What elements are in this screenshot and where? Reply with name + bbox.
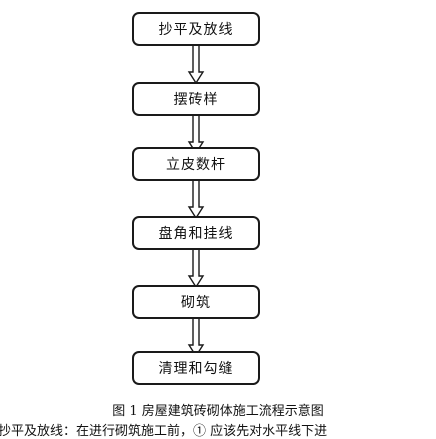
- down-arrow-icon: [187, 181, 205, 219]
- step-box: 立皮数杆: [132, 147, 260, 181]
- down-arrow-icon: [187, 250, 205, 288]
- step-box: 清理和勾缝: [132, 351, 260, 385]
- step-box: 盘角和挂线: [132, 216, 260, 250]
- figure-caption: 图 1 房屋建筑砖砌体施工流程示意图: [112, 404, 324, 419]
- step-box: 砌筑: [132, 285, 260, 319]
- step-box: 抄平及放线: [132, 12, 260, 46]
- body-text-line: 抄平及放线：在进行砌筑施工前，① 应该先对水平线下进: [0, 424, 328, 439]
- step-box: 摆砖样: [132, 82, 260, 116]
- down-arrow-icon: [187, 46, 205, 84]
